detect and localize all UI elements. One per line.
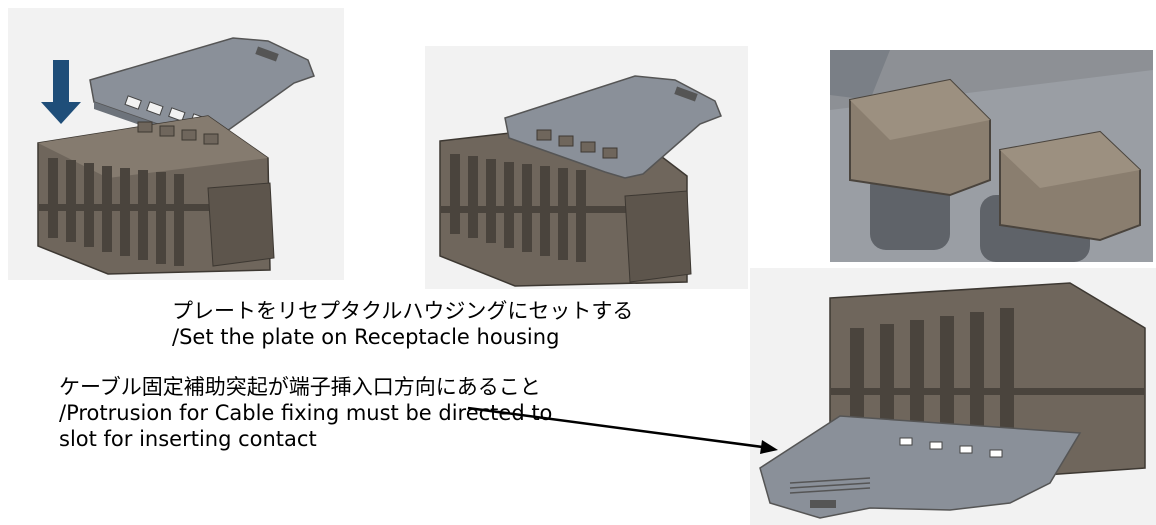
protrusion-caption-en-line2: slot for inserting contact xyxy=(59,427,317,451)
assembled-connector-image xyxy=(750,268,1156,525)
set-plate-caption-ja: プレートをリセプタクルハウジングにセットする xyxy=(172,299,634,323)
plate-above-housing-image xyxy=(8,8,344,280)
plate xyxy=(504,75,722,179)
receptacle-housing xyxy=(37,115,275,275)
set-plate-caption-en: /Set the plate on Receptacle housing xyxy=(172,325,560,349)
plate xyxy=(759,415,1082,519)
down-arrow-icon xyxy=(41,60,81,124)
protrusion-caption: ケーブル固定補助突起が端子挿入口方向にあること /Protrusion for … xyxy=(59,374,552,452)
protrusion-caption-ja: ケーブル固定補助突起が端子挿入口方向にあること xyxy=(59,375,541,399)
protrusion-closeup-image xyxy=(830,50,1153,262)
set-plate-caption: プレートをリセプタクルハウジングにセットする /Set the plate on… xyxy=(172,298,633,350)
plate-set-on-housing-image xyxy=(425,46,748,289)
protrusion-block xyxy=(999,130,1141,242)
protrusion-caption-en-line1: /Protrusion for Cable fixing must be dir… xyxy=(59,401,553,425)
protrusion-block xyxy=(849,78,991,197)
